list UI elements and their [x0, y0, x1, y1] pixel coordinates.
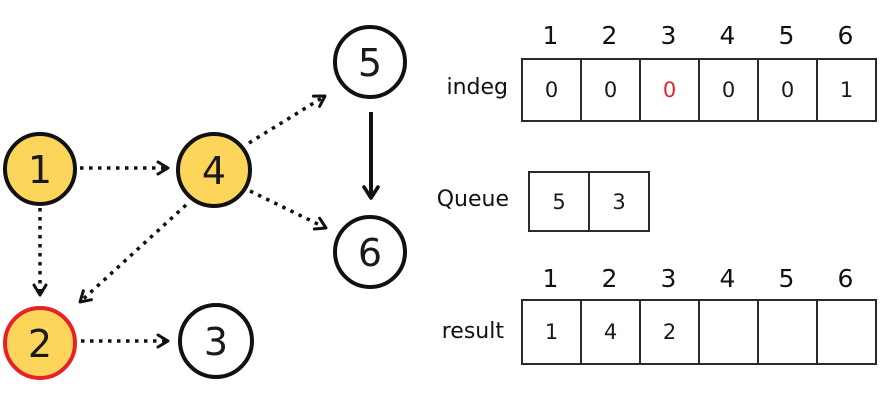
indeg-header-cell: 6 [837, 21, 854, 50]
result-header-cell: 2 [601, 264, 618, 293]
result-cell-1: 1 [523, 301, 582, 363]
indeg-header-cell: 5 [778, 21, 795, 50]
graph-node-3 [178, 303, 254, 379]
indeg-headers: 1 2 3 4 5 6 [521, 19, 875, 53]
result-header-cell: 6 [837, 264, 854, 293]
edge-4-2 [78, 203, 188, 304]
result-header-cell: 4 [719, 264, 736, 293]
result-cell-4 [700, 301, 759, 363]
queue-array: 5 3 [528, 171, 650, 232]
indeg-cell-4: 0 [700, 60, 759, 120]
indeg-cell-6: 1 [839, 78, 854, 102]
indeg-header-cell: 3 [660, 21, 677, 50]
graph-node-1-label: 1 [28, 148, 52, 192]
indeg-label: indeg [446, 75, 508, 100]
indeg-cell-3: 0 [641, 60, 700, 120]
result-label: result [441, 319, 504, 344]
graph-node-6-label: 6 [358, 231, 382, 275]
result-cell-6 [818, 301, 875, 363]
result-array: 1 4 2 [521, 299, 877, 365]
result-cell-3: 2 [641, 301, 700, 363]
indeg-cell-5: 0 [759, 60, 818, 120]
edge-4-5 [248, 94, 327, 145]
indeg-header-cell: 4 [719, 21, 736, 50]
graph-node-labels: 1 2 3 4 5 6 [28, 41, 382, 366]
result-header-cell: 5 [778, 264, 795, 293]
graph-node-5-label: 5 [358, 41, 382, 85]
indeg-array: 0 0 0 0 0 1 [521, 58, 877, 122]
graph-edges [32, 94, 380, 349]
result-cell-2: 4 [582, 301, 641, 363]
graph-nodes [3, 25, 407, 380]
edge-4-6 [249, 189, 328, 231]
result-header-cell: 1 [542, 264, 559, 293]
graph-node-5 [333, 25, 407, 99]
graph-node-3-label: 3 [204, 320, 228, 364]
queue-cell-1: 5 [530, 173, 590, 230]
graph-node-2-label: 2 [28, 322, 52, 366]
graph-node-4 [176, 132, 252, 208]
indeg-header-cell: 1 [542, 21, 559, 50]
indeg-cell-1: 0 [523, 60, 582, 120]
graph-node-2 [3, 306, 77, 380]
queue-cell-2: 3 [612, 189, 626, 214]
queue-label: Queue [436, 187, 509, 212]
graph-panel: 1 2 3 4 5 6 [3, 25, 407, 380]
result-headers: 1 2 3 4 5 6 [521, 262, 875, 296]
graph-node-6 [333, 215, 407, 289]
graph-node-1 [3, 132, 77, 206]
result-cell-5 [759, 301, 818, 363]
result-header-cell: 3 [660, 264, 677, 293]
graph-node-4-label: 4 [202, 149, 226, 193]
indeg-header-cell: 2 [601, 21, 618, 50]
indeg-cell-2: 0 [582, 60, 641, 120]
